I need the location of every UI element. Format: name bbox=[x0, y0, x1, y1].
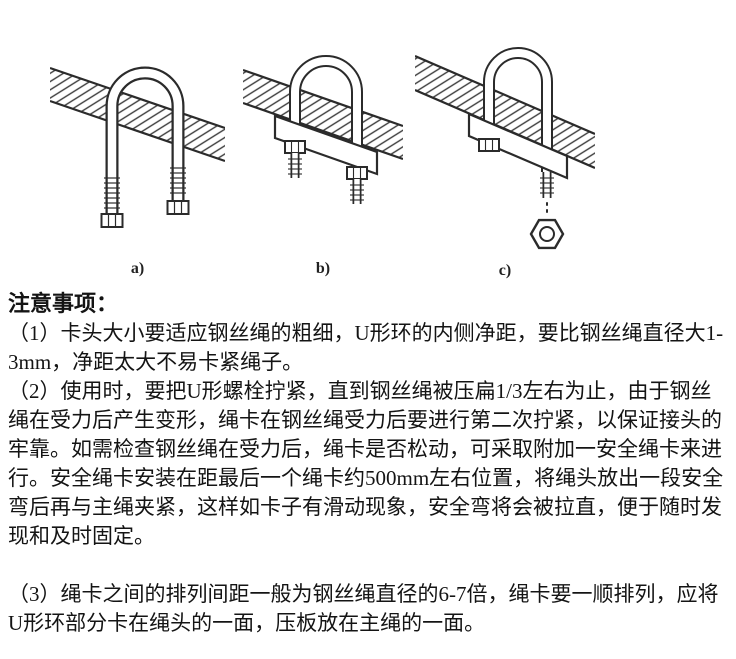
figure-a-label: a) bbox=[130, 260, 145, 277]
figure-c: c) bbox=[415, 22, 595, 280]
figure-c-label: c) bbox=[498, 262, 512, 279]
note-paragraph-3: （3）绳卡之间的排列间距一般为钢丝绳直径的6-7倍，绳卡要一顺排列，应将U形环部… bbox=[8, 582, 719, 635]
nuts bbox=[100, 200, 190, 228]
saddle-plate bbox=[273, 114, 379, 176]
notes-section: 注意事项： （1）卡头大小要适应钢丝绳的粗细，U形环的内侧净距，要比钢丝绳直径大… bbox=[8, 289, 728, 638]
figure-a: a) bbox=[50, 28, 225, 278]
threaded-stud-right bbox=[540, 172, 554, 198]
u-bolt bbox=[289, 55, 363, 170]
notes-heading: 注意事项： bbox=[8, 291, 119, 316]
u-bolt bbox=[483, 47, 553, 172]
rope-clip-exploded-diagram-icon bbox=[415, 47, 595, 250]
rope-clip-diagram-icon bbox=[243, 55, 403, 204]
wire-rope bbox=[50, 68, 225, 161]
figures-section: a) bbox=[0, 0, 736, 286]
figure-b-label: b) bbox=[315, 260, 331, 277]
note-paragraph-1: （1）卡头大小要适应钢丝绳的粗细，U形环的内侧净距，要比钢丝绳直径大1-3mm，… bbox=[8, 321, 724, 374]
note-paragraph-2: （2）使用时，要把U形螺栓拧紧，直到钢丝绳被压扁1/3左右为止，由于钢丝绳在受力… bbox=[8, 379, 724, 548]
u-bolt bbox=[105, 66, 185, 214]
nut-left bbox=[478, 138, 500, 152]
nut-and-stud-left bbox=[284, 140, 306, 178]
saddle-plate bbox=[467, 112, 569, 180]
thread-marks bbox=[104, 167, 186, 209]
figure-b: b) bbox=[243, 28, 403, 278]
u-bolt-diagram-icon bbox=[50, 66, 225, 228]
paragraph-gap bbox=[8, 551, 728, 580]
hex-nut bbox=[529, 218, 565, 250]
nut-and-stud-right bbox=[346, 166, 368, 204]
